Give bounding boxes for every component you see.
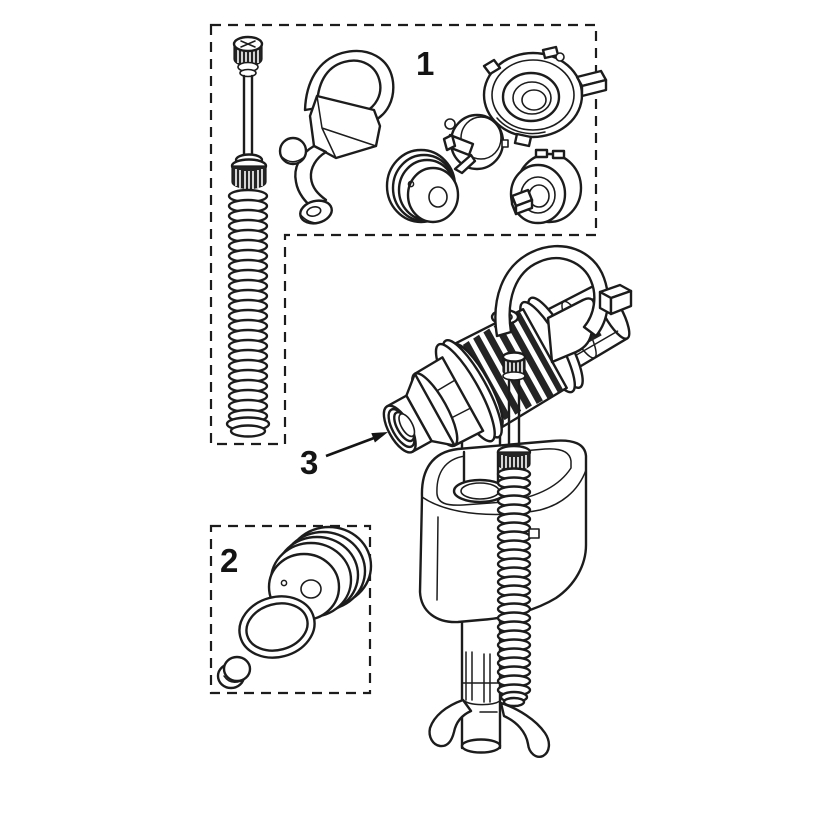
shank-lock-ring — [482, 45, 608, 148]
parts-group-2: 2 — [209, 524, 373, 695]
parts-group-1: 1 — [209, 23, 608, 446]
fill-valve-assembly — [382, 244, 633, 758]
float-rod-thread-coil — [496, 467, 532, 697]
valve-mount-bracket — [494, 244, 633, 364]
group-1-outline — [209, 23, 598, 446]
callout-3-arrowhead — [371, 432, 388, 443]
lever-pin-bushing — [278, 136, 308, 166]
o-ring — [238, 595, 316, 659]
rod-spring-coil — [227, 188, 269, 424]
base-legs — [428, 698, 551, 758]
bowl-plug — [216, 655, 252, 690]
diaphragm-cap-assembly — [267, 525, 373, 622]
seal-cap — [509, 148, 583, 225]
callout-3: 3 — [300, 432, 388, 481]
group-2-outline — [209, 524, 372, 695]
callout-3-arrow-line — [325, 436, 375, 458]
callout-3-label: 3 — [300, 444, 318, 481]
valve-piston — [442, 113, 509, 175]
inlet-nozzle — [382, 404, 417, 454]
callout-2-label: 2 — [220, 542, 238, 579]
float-arm-lever — [294, 49, 395, 225]
diaphragm-disc — [385, 148, 460, 224]
refill-adjustment-rod — [225, 35, 271, 438]
callout-1-label: 1 — [416, 45, 434, 82]
float-adjustment-rod — [496, 351, 540, 708]
